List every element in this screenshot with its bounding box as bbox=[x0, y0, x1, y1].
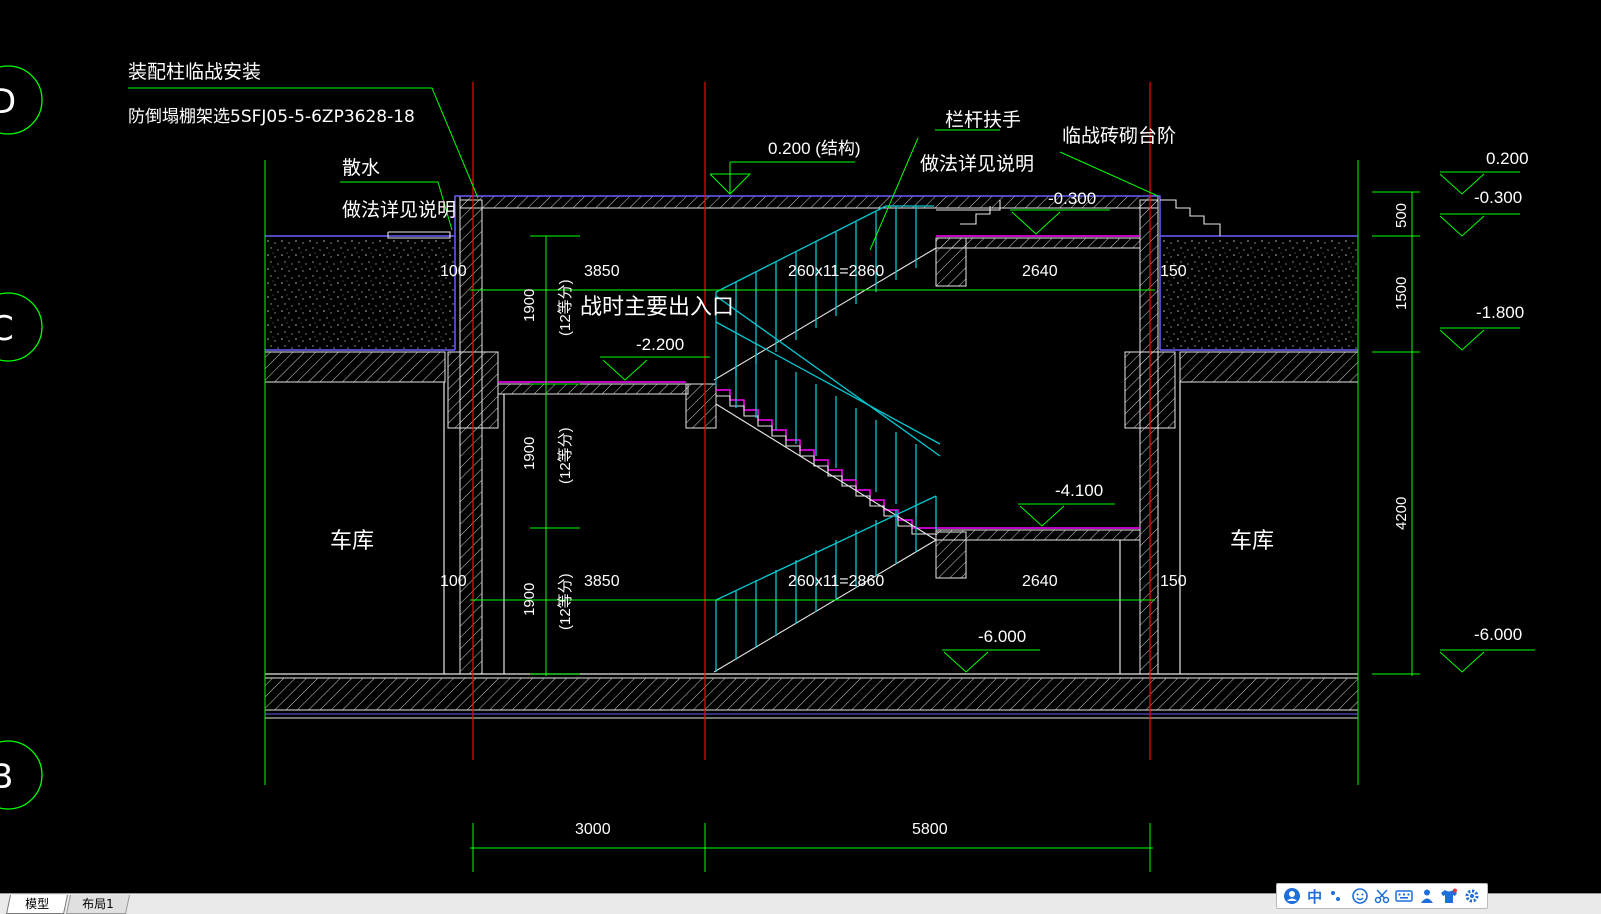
dim-lower-left-width: 3850 bbox=[584, 573, 620, 590]
note-see-notes-left: 做法详见说明 bbox=[342, 199, 456, 221]
dim-right-1500: 1500 bbox=[1393, 277, 1410, 310]
grid-label-d: D bbox=[0, 82, 16, 122]
dim-twelve-div-3: (12等分) bbox=[556, 573, 574, 630]
punctuation-icon[interactable] bbox=[1327, 886, 1347, 906]
note-apron: 散水 bbox=[342, 157, 380, 179]
elev-lower-landing: -4.100 bbox=[1055, 481, 1103, 500]
elev-floor: -6.000 bbox=[978, 627, 1026, 646]
dimension-texts: 3850 3850 260x11=2860 260x11=2860 2640 2… bbox=[440, 263, 1187, 838]
dim-wall-left-upper: 100 bbox=[440, 263, 467, 280]
chinese-mode-button[interactable]: 中 bbox=[1305, 886, 1325, 906]
grid-bubble-c bbox=[0, 292, 43, 362]
wall-outlines bbox=[265, 382, 1358, 675]
ime-toolbar: 中 bbox=[1276, 883, 1488, 909]
dim-lower-landing: 2640 bbox=[1022, 573, 1058, 590]
grid-label-c: C bbox=[0, 309, 14, 349]
soil-left bbox=[265, 240, 455, 350]
dim-upper-left-width: 3850 bbox=[584, 263, 620, 280]
dim-right-4200: 4200 bbox=[1393, 497, 1410, 530]
dim-flight-3: 1900 bbox=[521, 583, 538, 616]
dim-wall-right-lower: 150 bbox=[1160, 573, 1187, 590]
room-garage-left: 车库 bbox=[330, 529, 374, 554]
scissors-icon[interactable] bbox=[1372, 886, 1392, 906]
elev-structure-top: 0.200 (结构) bbox=[768, 139, 861, 158]
dim-wall-left-lower: 100 bbox=[440, 573, 467, 590]
tab-layout1[interactable]: 布局1 bbox=[65, 895, 131, 914]
dim-flight-1: 1900 bbox=[521, 289, 538, 322]
concrete-slabs bbox=[264, 195, 1359, 719]
note-main-exit: 战时主要出入口 bbox=[580, 295, 734, 320]
chinese-mode-label: 中 bbox=[1307, 887, 1323, 906]
annotation-texts: 装配柱临战安装 防倒塌棚架选5SFJ05-5-6ZP3628-18 散水 做法详… bbox=[128, 61, 1274, 554]
dim-right-500: 500 bbox=[1393, 203, 1410, 228]
dim-upper-stair: 260x11=2860 bbox=[788, 263, 884, 280]
grid-label-b: B bbox=[0, 757, 13, 797]
dim-twelve-div-1: (12等分) bbox=[556, 279, 574, 336]
elev-right-floor: -6.000 bbox=[1474, 625, 1522, 644]
shirt-icon[interactable] bbox=[1439, 886, 1459, 906]
emoji-icon[interactable] bbox=[1350, 886, 1370, 906]
dim-flight-2: 1900 bbox=[521, 437, 538, 470]
elev-landing-top: -0.300 bbox=[1048, 189, 1096, 208]
dim-twelve-div-2: (12等分) bbox=[556, 427, 574, 484]
elev-right-top: 0.200 bbox=[1486, 149, 1529, 168]
note-temp-masonry-step: 临战砖砌台阶 bbox=[1062, 125, 1176, 147]
dim-upper-landing: 2640 bbox=[1022, 263, 1058, 280]
note-railing: 栏杆扶手 bbox=[945, 109, 1021, 131]
gear-icon[interactable] bbox=[1462, 886, 1482, 906]
tab-model[interactable]: 模型 bbox=[5, 895, 69, 914]
note-fabricated-column: 装配柱临战安装 bbox=[128, 61, 261, 83]
drawing-canvas[interactable]: D C B bbox=[0, 0, 1601, 893]
note-see-notes-right: 做法详见说明 bbox=[920, 153, 1034, 175]
dim-lower-stair: 260x11=2860 bbox=[788, 573, 884, 590]
dim-bottom-3000: 3000 bbox=[575, 821, 611, 838]
room-garage-right: 车库 bbox=[1230, 529, 1274, 554]
dim-bottom-5800: 5800 bbox=[912, 821, 948, 838]
keyboard-icon[interactable] bbox=[1394, 886, 1414, 906]
dim-wall-right-upper: 150 bbox=[1160, 263, 1187, 280]
tab-layout1-label: 布局1 bbox=[82, 897, 114, 911]
person-icon[interactable] bbox=[1417, 886, 1437, 906]
grid-bubbles bbox=[0, 65, 43, 810]
tab-model-label: 模型 bbox=[25, 897, 50, 911]
elevation-texts: 0.200 (结构) -0.300 -2.200 -4.100 -6.000 0… bbox=[636, 139, 1529, 646]
elev-mid-landing: -2.200 bbox=[636, 335, 684, 354]
grid-bubble-b bbox=[0, 740, 43, 810]
waterproof-outline bbox=[265, 195, 1358, 351]
layout-tab-bar: 模型 布局1 bbox=[0, 893, 1601, 914]
elev-right-stair: -0.300 bbox=[1474, 188, 1522, 207]
elev-right-soil: -1.800 bbox=[1476, 303, 1524, 322]
vertical-dimension-texts: 1900 (12等分) 1900 (12等分) 1900 (12等分) 500 … bbox=[521, 203, 1410, 630]
note-collapse-shed: 防倒塌棚架选5SFJ05-5-6ZP3628-18 bbox=[128, 107, 415, 127]
user-icon[interactable] bbox=[1282, 886, 1302, 906]
soil-right bbox=[1160, 240, 1358, 350]
grid-bubble-d bbox=[0, 65, 43, 135]
stair-steps bbox=[387, 199, 1221, 673]
axis-lines bbox=[472, 82, 1151, 760]
dimension-lines bbox=[128, 87, 1535, 872]
stair-railings bbox=[715, 205, 941, 672]
